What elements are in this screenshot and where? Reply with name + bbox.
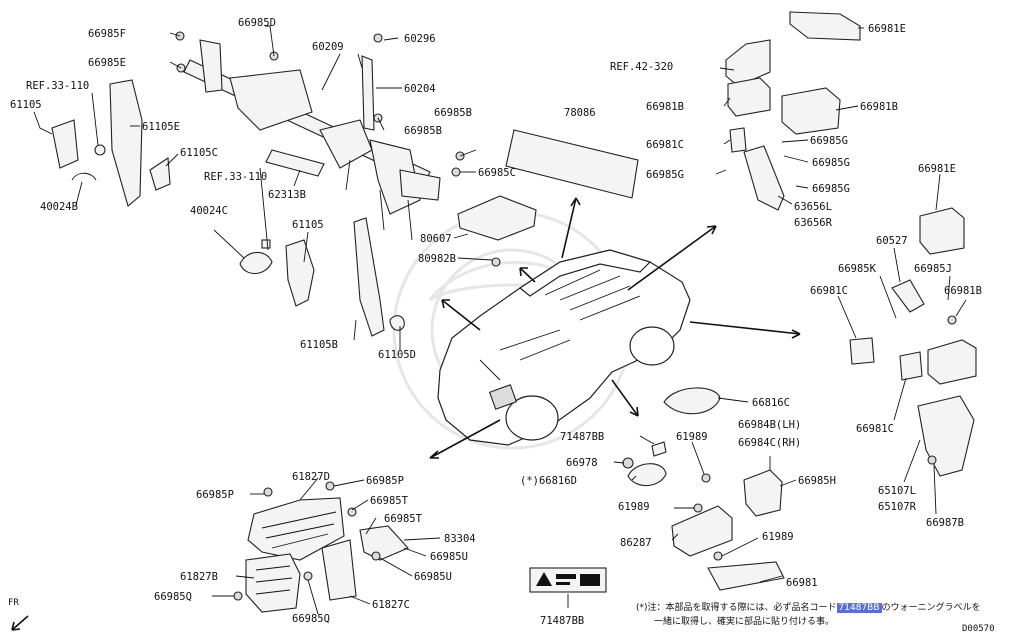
callout-80982B: 80982B — [418, 253, 456, 265]
callout-66981: 66981 — [786, 577, 818, 589]
callout-66985T-a: 66985T — [370, 495, 409, 507]
callout-66985C: 66985C — [478, 167, 516, 179]
callout-40024C: 40024C — [190, 205, 228, 217]
lower-left-tray-parts — [233, 481, 409, 613]
callout-66816D: (*)66816D — [520, 475, 577, 487]
callout-65107R: 65107R — [878, 501, 917, 513]
callout-80607: 80607 — [420, 233, 452, 245]
callout-61989-c: 61989 — [762, 531, 794, 543]
callout-65107L: 65107L — [878, 485, 916, 497]
callout-ref-33-110-a: REF.33-110 — [26, 80, 89, 92]
callout-ref-33-110-b: REF.33-110 — [204, 171, 267, 183]
cross-car-beam-assembly — [183, 39, 441, 241]
direction-arrows — [429, 197, 801, 459]
callout-ref-42-320: REF.42-320 — [610, 61, 673, 73]
callout-86287: 86287 — [620, 537, 652, 549]
callout-66985G-c: 66985G — [646, 169, 684, 181]
callout-66984C: 66984C(RH) — [738, 437, 801, 449]
callout-61827D: 61827D — [292, 471, 330, 483]
callout-61105D: 61105D — [378, 349, 416, 361]
part-number-labels: 66985F 66985D 60209 60296 66985E REF.33-… — [10, 17, 982, 627]
left-side-trim-parts — [51, 79, 405, 337]
callout-66984B: 66984B(LH) — [738, 419, 801, 431]
callout-66985P-b: 66985P — [366, 475, 404, 487]
callout-66985G-a: 66985G — [810, 135, 848, 147]
callout-66985T-b: 66985T — [384, 513, 423, 525]
footnote-line1-prefix: (*)注：本部品を取得する際には、必ず品名コード — [636, 603, 837, 613]
callout-63656R: 63656R — [794, 217, 833, 229]
front-direction-indicator — [11, 615, 29, 631]
footnote-line2: 一緒に取得し、確実に部品に貼り付ける事。 — [654, 617, 835, 627]
callout-66985B-b: 66985B — [434, 107, 472, 119]
callout-66985U-a: 66985U — [430, 551, 468, 563]
callout-71487BB-b: 71487BB — [540, 615, 584, 627]
callout-66985G-b: 66985G — [812, 157, 850, 169]
callout-61105C: 61105C — [180, 147, 218, 159]
center-bracket-parts — [457, 129, 639, 241]
callout-61989-a: 61989 — [676, 431, 708, 443]
callout-61827B: 61827B — [180, 571, 218, 583]
callout-61827C: 61827C — [372, 599, 410, 611]
warning-label-graphic — [536, 572, 600, 586]
callout-60296: 60296 — [404, 33, 436, 45]
diagram-id: D00570 — [962, 624, 995, 634]
callout-63656L: 63656L — [794, 201, 832, 213]
callout-60204: 60204 — [404, 83, 436, 95]
callout-66985P-a: 66985P — [196, 489, 234, 501]
callout-71487BB-a: 71487BB — [560, 431, 604, 443]
callout-66985E: 66985E — [88, 57, 126, 69]
callout-66981C-a: 66981C — [646, 139, 684, 151]
callout-61105B: 61105B — [300, 339, 338, 351]
callout-78086: 78086 — [564, 107, 596, 119]
callout-66987B: 66987B — [926, 517, 964, 529]
leader-lines — [33, 25, 967, 615]
callout-66816C-a: 66816C — [752, 397, 790, 409]
callout-66985Q-b: 66985Q — [292, 613, 330, 625]
callout-66985H: 66985H — [798, 475, 836, 487]
callout-66985F: 66985F — [88, 28, 126, 40]
callout-61105-b: 61105 — [292, 219, 324, 231]
callout-60527: 60527 — [876, 235, 908, 247]
callout-66981E-a: 66981E — [868, 23, 906, 35]
callout-61989-b: 61989 — [618, 501, 650, 513]
callout-40024B: 40024B — [40, 201, 78, 213]
callout-62313B: 62313B — [268, 189, 306, 201]
lower-center-parts — [529, 387, 785, 593]
front-label: FR — [8, 598, 19, 608]
callout-83304: 83304 — [444, 533, 476, 545]
callout-66978: 66978 — [566, 457, 598, 469]
callout-66985J: 66985J — [914, 263, 952, 275]
footnote-line1-suffix: のウォーニングラベルを — [881, 603, 981, 613]
callout-61105-a: 61105 — [10, 99, 42, 111]
callout-66985K: 66985K — [838, 263, 877, 275]
right-side-box-parts — [725, 11, 977, 477]
callout-66981B-c: 66981B — [944, 285, 982, 297]
callout-66985D: 66985D — [238, 17, 276, 29]
vehicle-outline — [437, 249, 691, 446]
callout-66985U-b: 66985U — [414, 571, 452, 583]
footnote-code-highlight: 71487BB — [836, 603, 882, 613]
callout-66981E-b: 66981E — [918, 163, 956, 175]
callout-66981C-c: 66981C — [856, 423, 894, 435]
callout-66985Q-a: 66985Q — [154, 591, 192, 603]
callout-66985G-d: 66985G — [812, 183, 850, 195]
callout-66981C-b: 66981C — [810, 285, 848, 297]
callout-66985B-a: 66985B — [404, 125, 442, 137]
callout-66981B-b: 66981B — [860, 101, 898, 113]
callout-61105E: 61105E — [142, 121, 180, 133]
callout-66981B-a: 66981B — [646, 101, 684, 113]
callout-60209: 60209 — [312, 41, 344, 53]
